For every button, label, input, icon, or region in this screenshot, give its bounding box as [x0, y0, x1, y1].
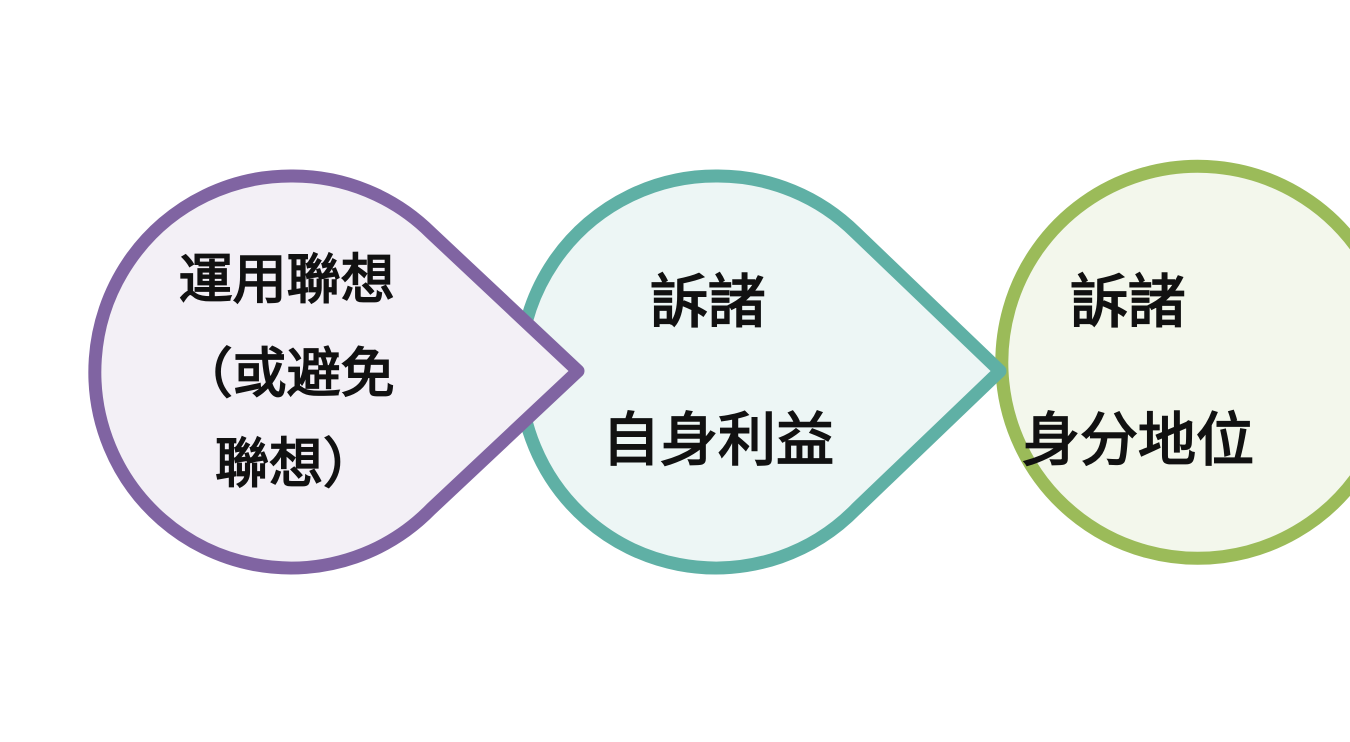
step-1: 運用聯想 （或避免 聯想）: [88, 169, 585, 575]
step-2: 訴諸 自身利益: [513, 169, 1007, 575]
step-2-shape: [513, 169, 1007, 575]
step-3-text: 訴諸 身分地位: [1022, 268, 1254, 474]
step-3-line-1: 訴諸: [1070, 268, 1186, 336]
step-2-text: 訴諸 自身利益: [602, 268, 834, 474]
step-3: 訴諸 身分地位: [995, 159, 1350, 565]
step-1-line-3: 聯想）: [215, 432, 377, 495]
step-1-line-2: （或避免: [179, 342, 395, 405]
step-1-line-1: 運用聯想: [179, 248, 395, 311]
step-3-shape: [995, 159, 1350, 565]
step-1-text: 運用聯想 （或避免 聯想）: [179, 248, 414, 495]
step-2-line-2: 自身利益: [602, 406, 834, 474]
step-1-shape: [88, 169, 585, 575]
step-2-line-1: 訴諸: [650, 268, 766, 336]
step-3-line-2: 身分地位: [1022, 406, 1254, 474]
